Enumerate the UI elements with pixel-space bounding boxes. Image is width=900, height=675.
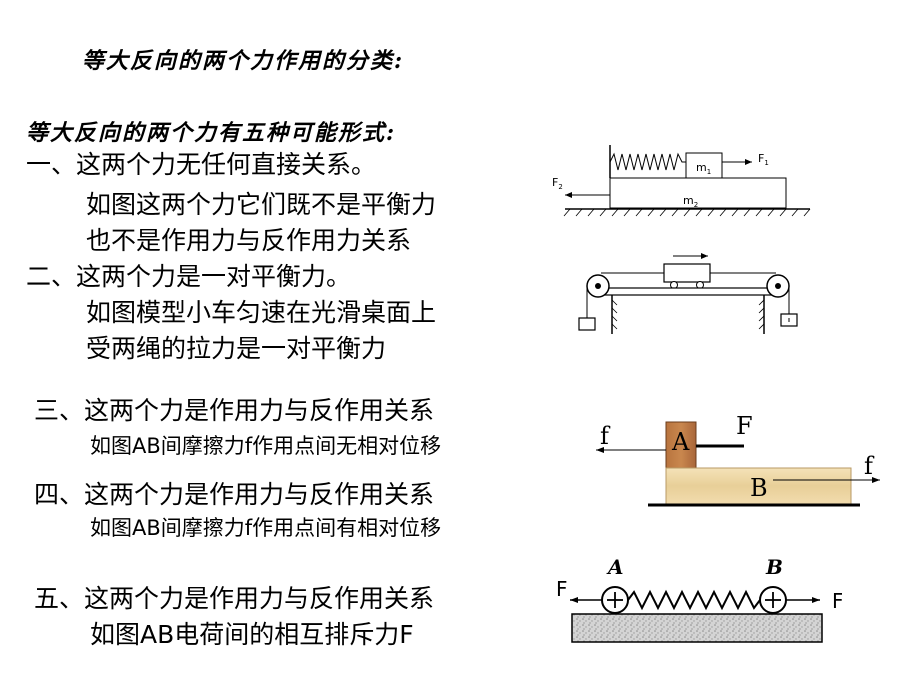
item-5-line-1: 如图AB电荷间的相互排斥力F [90,620,414,649]
label-m2: m2 [683,194,698,209]
label-friction-right: f [864,452,875,480]
item-2-heading: 二、这两个力是一对平衡力。 [26,262,352,291]
spring [609,152,686,171]
figure-blocks-spring: m1 F1 m2 F2 [552,145,811,217]
insulating-base [571,613,823,643]
block-b [665,467,852,505]
item-1-line-1: 如图这两个力它们既不是平衡力 [86,190,437,219]
label-force-left: F [556,577,568,601]
weight-left [578,317,596,331]
item-3-heading: 三、这两个力是作用力与反作用关系 [34,396,435,425]
block-a [665,421,697,469]
item-2-line-1: 如图模型小车匀速在光滑桌面上 [86,298,437,327]
cart [663,263,711,283]
label-friction-left: f [600,422,611,450]
label-charge-b: B [765,555,783,579]
item-1-heading: 一、这两个力无任何直接关系。 [26,150,377,179]
label-b: B [750,474,768,502]
label-force-f: F [736,412,753,440]
label-f1: F1 [758,152,769,167]
label-force-right: F [832,589,842,613]
item-4-heading: 四、这两个力是作用力与反作用关系 [34,480,435,509]
block-m2 [609,177,787,209]
label-f2: F2 [552,176,563,191]
item-2-line-2: 受两绳的拉力是一对平衡力 [86,334,387,363]
item-1-line-2: 也不是作用力与反作用力关系 [86,226,412,255]
label-charge-a: A [606,555,624,579]
page-title: 等大反向的两个力作用的分类: [82,48,405,74]
table-top [599,287,779,296]
spring [627,589,761,611]
figure-stacked-blocks: A F f B f [596,412,880,507]
label-m1: m1 [696,161,711,176]
label-a: A [671,428,690,456]
item-3-line-1: 如图AB间摩擦力f作用点间无相对位移 [90,434,442,458]
item-4-line-1: 如图AB间摩擦力f作用点间有相对位移 [90,516,442,540]
item-5-heading: 五、这两个力是作用力与反作用关系 [34,584,435,613]
figure-charges-spring: A B F F [556,555,842,643]
subtitle: 等大反向的两个力有五种可能形式: [26,120,397,146]
figure-cart-pulleys [578,253,798,334]
